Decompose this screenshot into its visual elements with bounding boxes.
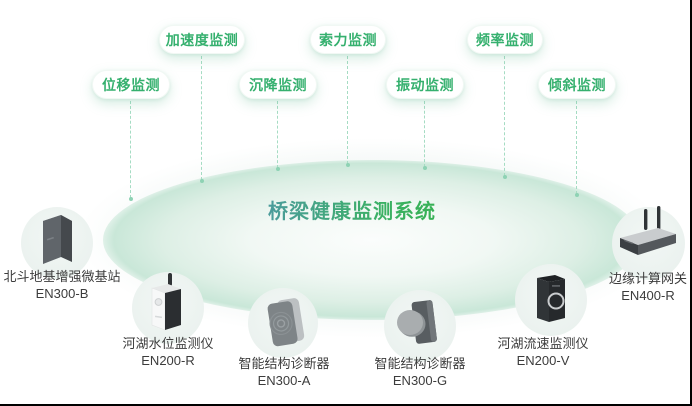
device-name: 智能结构诊断器 [374,356,466,371]
beidou-base-station-icon [43,215,72,264]
connector-endpoint-dot [502,175,507,179]
tag-displacement-monitoring: 位移监测 [92,70,170,99]
tag-cable-force-monitoring: 索力监测 [310,25,386,54]
tag-settlement-monitoring: 沉降监测 [239,70,317,99]
connector-acceleration [199,56,204,183]
connector-endpoint-dot [422,166,427,170]
connector-endpoint-dot [574,193,579,197]
connector-cable-force [345,56,350,167]
tag-frequency-monitoring: 频率监测 [467,25,543,54]
water-level-monitor-icon [151,273,181,331]
connector-tilt [574,101,579,197]
connector-endpoint-dot [199,179,204,183]
device-model: EN300-B [35,286,89,301]
device-model: EN200-R [141,353,195,368]
device-name: 边缘计算网关 [608,271,687,286]
device-name: 北斗地基增强微基站 [3,269,121,284]
tag-vibration-monitoring: 振动监测 [386,70,464,99]
structure-diagnostic-icon [267,298,305,347]
flow-velocity-monitor-icon [537,275,565,322]
device-model: EN400-R [621,288,675,303]
device-name: 智能结构诊断器 [238,356,330,371]
connector-settlement [275,101,280,171]
connector-endpoint-dot [128,197,133,201]
device-name: 河湖流速监测仪 [497,336,589,351]
device-name: 河湖水位监测仪 [122,336,214,351]
system-title: 桥梁健康监测系统 [242,195,462,224]
connector-vibration [422,101,427,170]
connector-endpoint-dot [345,163,350,167]
device-model: EN300-G [392,373,448,388]
connector-displacement [128,101,133,201]
tag-tilt-monitoring: 倾斜监测 [538,70,616,99]
edge-gateway-router-icon [620,206,676,255]
structure-diagnostic-disk-icon [397,300,437,344]
connector-endpoint-dot [275,167,280,171]
device-model: EN200-V [516,353,570,368]
connector-frequency [502,56,507,179]
device-model: EN300-A [257,373,311,388]
tag-acceleration-monitoring: 加速度监测 [159,25,245,54]
